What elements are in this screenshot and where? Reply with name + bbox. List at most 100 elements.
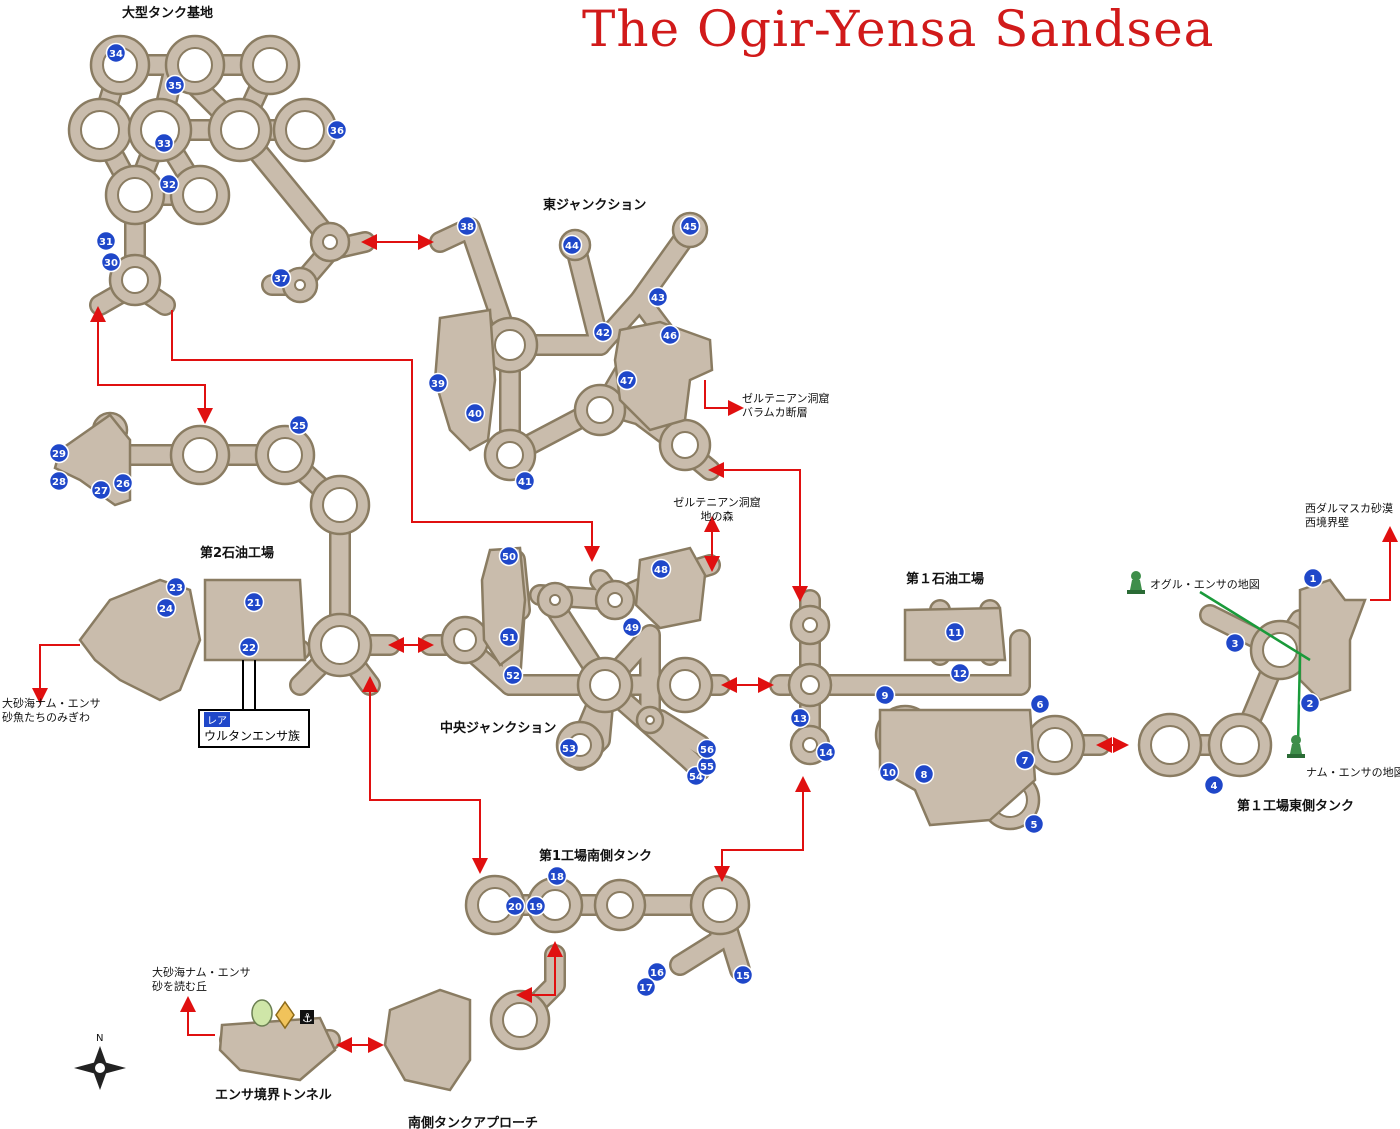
marker-34-label: 34 bbox=[109, 49, 123, 60]
marker-50[interactable]: 50 bbox=[498, 545, 520, 567]
ring-room-hole-24 bbox=[589, 669, 621, 701]
marker-34[interactable]: 34 bbox=[105, 42, 127, 64]
marker-49[interactable]: 49 bbox=[621, 616, 643, 638]
marker-8-label: 8 bbox=[921, 770, 928, 781]
marker-7[interactable]: 7 bbox=[1014, 749, 1036, 771]
marker-48[interactable]: 48 bbox=[650, 558, 672, 580]
marker-15[interactable]: 15 bbox=[732, 964, 754, 986]
exit-connector-10 bbox=[714, 776, 811, 882]
marker-6-badge bbox=[1029, 693, 1051, 715]
marker-5[interactable]: 5 bbox=[1023, 813, 1045, 835]
marker-22-label: 22 bbox=[242, 643, 256, 654]
marker-50-label: 50 bbox=[502, 552, 516, 563]
marker-44[interactable]: 44 bbox=[561, 234, 583, 256]
ring-room-hole-41 bbox=[606, 891, 634, 919]
exit-connector-3 bbox=[32, 644, 80, 704]
marker-23[interactable]: 23 bbox=[165, 576, 187, 598]
marker-41[interactable]: 41 bbox=[514, 470, 536, 492]
marker-36-label: 36 bbox=[330, 126, 344, 137]
marker-6[interactable]: 6 bbox=[1029, 693, 1051, 715]
marker-37[interactable]: 37 bbox=[270, 267, 292, 289]
marker-38[interactable]: 38 bbox=[456, 215, 478, 237]
exit-label-nam-yensa-shore[interactable]: 大砂海ナム・エンサ 砂魚たちのみぎわ bbox=[2, 697, 101, 725]
marker-47-label: 47 bbox=[620, 376, 634, 387]
marker-18[interactable]: 18 bbox=[546, 865, 568, 887]
marker-29[interactable]: 29 bbox=[48, 442, 70, 464]
marker-55[interactable]: 55 bbox=[696, 755, 718, 777]
marker-28[interactable]: 28 bbox=[48, 470, 70, 492]
marker-16[interactable]: 16 bbox=[646, 961, 668, 983]
marker-26[interactable]: 26 bbox=[112, 472, 134, 494]
marker-42[interactable]: 42 bbox=[592, 321, 614, 343]
marker-31[interactable]: 31 bbox=[95, 230, 117, 252]
marker-2[interactable]: 2 bbox=[1299, 692, 1321, 714]
marker-22[interactable]: 22 bbox=[238, 636, 260, 658]
marker-30[interactable]: 30 bbox=[100, 251, 122, 273]
marker-21[interactable]: 21 bbox=[243, 591, 265, 613]
exit-label-nam-yensa-dune[interactable]: 大砂海ナム・エンサ 砂を読む丘 bbox=[152, 966, 251, 994]
path-fill-layer bbox=[53, 34, 1367, 1092]
marker-8[interactable]: 8 bbox=[913, 763, 935, 785]
marker-35[interactable]: 35 bbox=[164, 74, 186, 96]
exit-label-forest[interactable]: ゼルテニアン洞窟 地の森 bbox=[672, 496, 762, 524]
marker-43[interactable]: 43 bbox=[647, 286, 669, 308]
marker-52[interactable]: 52 bbox=[502, 664, 524, 686]
ring-room-hole-26 bbox=[607, 592, 623, 608]
marker-14[interactable]: 14 bbox=[815, 741, 837, 763]
marker-17-badge bbox=[635, 976, 657, 998]
marker-1[interactable]: 1 bbox=[1302, 567, 1324, 589]
marker-24[interactable]: 24 bbox=[155, 597, 177, 619]
marker-12[interactable]: 12 bbox=[949, 662, 971, 684]
map-item-icon-ogir bbox=[1127, 571, 1145, 594]
exit-shore-line1: 大砂海ナム・エンサ bbox=[2, 697, 101, 710]
marker-19[interactable]: 19 bbox=[525, 895, 547, 917]
marker-53[interactable]: 53 bbox=[558, 737, 580, 759]
marker-32[interactable]: 32 bbox=[158, 173, 180, 195]
marker-56[interactable]: 56 bbox=[696, 738, 718, 760]
marker-33[interactable]: 33 bbox=[153, 132, 175, 154]
marker-10[interactable]: 10 bbox=[878, 761, 900, 783]
exit-label-barmuka[interactable]: ゼルテニアン洞窟 バラムカ断層 bbox=[742, 392, 830, 420]
marker-50-badge bbox=[498, 545, 520, 567]
marker-52-label: 52 bbox=[506, 671, 520, 682]
marker-2-label: 2 bbox=[1307, 699, 1314, 710]
compass-center bbox=[93, 1061, 107, 1075]
marker-48-badge bbox=[650, 558, 672, 580]
ring-room-hole-31 bbox=[800, 675, 820, 695]
exit-label-west-dalmasca[interactable]: 西ダルマスカ砂漠 西境界壁 bbox=[1305, 502, 1393, 530]
area-label-south-approach: 南側タンクアプローチ bbox=[408, 1116, 539, 1129]
exit-connector-13 bbox=[180, 996, 215, 1036]
marker-27[interactable]: 27 bbox=[90, 479, 112, 501]
marker-39[interactable]: 39 bbox=[427, 372, 449, 394]
marker-4[interactable]: 4 bbox=[1203, 774, 1225, 796]
marker-51[interactable]: 51 bbox=[498, 626, 520, 648]
marker-45[interactable]: 45 bbox=[679, 215, 701, 237]
marker-40[interactable]: 40 bbox=[464, 402, 486, 424]
marker-25[interactable]: 25 bbox=[288, 414, 310, 436]
marker-46[interactable]: 46 bbox=[659, 324, 681, 346]
marker-17[interactable]: 17 bbox=[635, 976, 657, 998]
marker-7-badge bbox=[1014, 749, 1036, 771]
marker-9[interactable]: 9 bbox=[874, 684, 896, 706]
ring-room-hole-2 bbox=[252, 47, 288, 83]
marker-13[interactable]: 13 bbox=[789, 707, 811, 729]
marker-47-badge bbox=[616, 369, 638, 391]
marker-5-badge bbox=[1023, 813, 1045, 835]
ring-room-hole-29 bbox=[645, 715, 655, 725]
marker-21-label: 21 bbox=[247, 598, 261, 609]
marker-11[interactable]: 11 bbox=[944, 621, 966, 643]
marker-28-badge bbox=[48, 470, 70, 492]
compass-rose-icon bbox=[74, 1046, 126, 1090]
ring-room-hole-13 bbox=[586, 396, 614, 424]
marker-38-badge bbox=[456, 215, 478, 237]
marker-6-label: 6 bbox=[1037, 700, 1044, 711]
marker-30-badge bbox=[100, 251, 122, 273]
marker-49-badge bbox=[621, 616, 643, 638]
marker-47[interactable]: 47 bbox=[616, 369, 638, 391]
marker-22-badge bbox=[238, 636, 260, 658]
marker-20[interactable]: 20 bbox=[504, 895, 526, 917]
marker-44-label: 44 bbox=[565, 241, 579, 252]
marker-36[interactable]: 36 bbox=[326, 119, 348, 141]
marker-3[interactable]: 3 bbox=[1224, 632, 1246, 654]
marker-35-label: 35 bbox=[168, 81, 182, 92]
